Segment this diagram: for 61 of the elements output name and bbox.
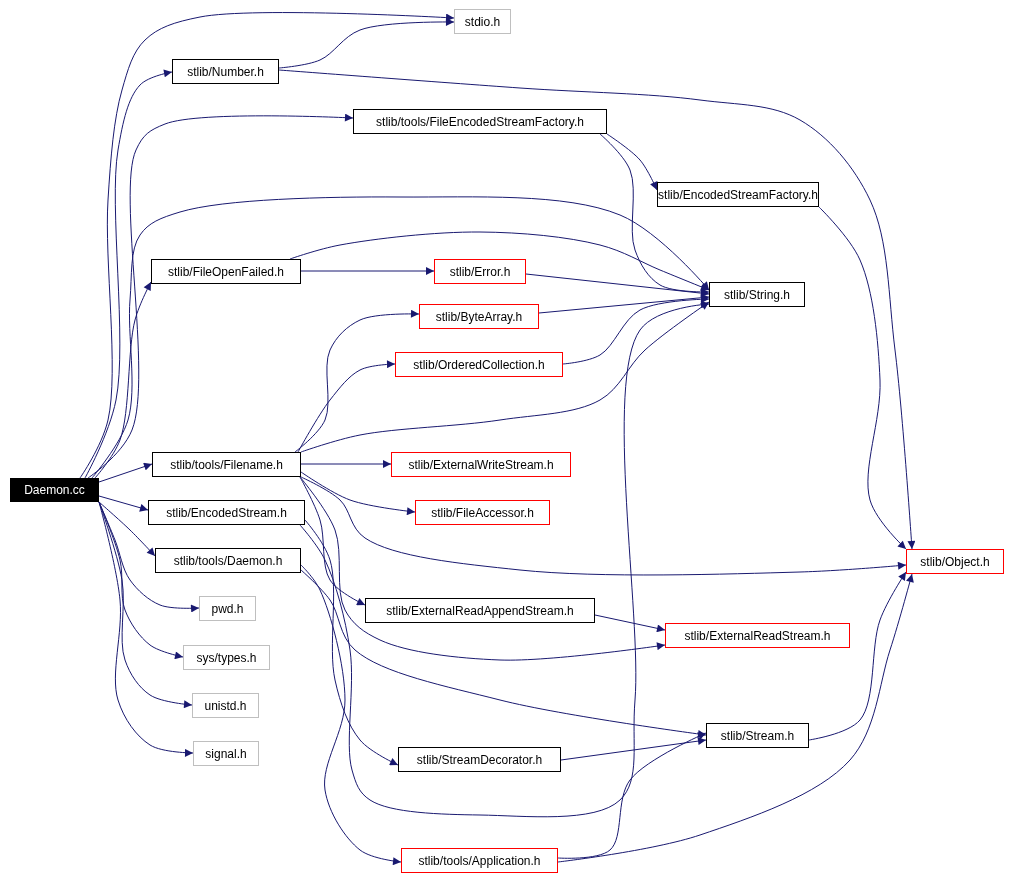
arrow	[297, 360, 396, 453]
arrow	[79, 12, 455, 479]
arrow	[289, 231, 710, 291]
header-file-box: stlib/FileAccessor.h	[415, 500, 550, 525]
arrow	[300, 471, 416, 516]
arrow	[278, 69, 916, 550]
arrow	[84, 69, 173, 479]
header-file-box: stlib/tools/Filename.h	[152, 452, 301, 477]
header-file-box: pwd.h	[199, 596, 256, 621]
arrow	[818, 206, 907, 550]
current-file-box: Daemon.cc	[10, 478, 99, 502]
arrow	[557, 573, 914, 863]
arrow	[304, 519, 399, 766]
arrow	[299, 476, 366, 606]
header-file-box: stlib/ExternalReadAppendStream.h	[365, 598, 595, 623]
arrow	[525, 273, 710, 298]
header-file-box: stlib/OrderedCollection.h	[395, 352, 563, 377]
header-file-box: stlib/Object.h	[906, 549, 1004, 574]
arrow	[560, 737, 707, 761]
header-file-box: signal.h	[193, 741, 259, 766]
header-file-box: stlib/FileOpenFailed.h	[151, 259, 301, 284]
arrow	[300, 267, 435, 275]
header-file-box: stlib/Error.h	[434, 259, 526, 284]
arrow	[294, 309, 420, 453]
arrow	[98, 501, 194, 757]
arrow	[94, 281, 152, 479]
header-file-box: stlib/ExternalReadStream.h	[665, 623, 850, 648]
header-file-box: stlib/EncodedStreamFactory.h	[657, 182, 819, 207]
arrow	[808, 571, 907, 741]
arrow	[278, 17, 455, 69]
header-file-box: stlib/StreamDecorator.h	[398, 747, 561, 772]
arrow	[98, 501, 156, 557]
arrow	[557, 732, 707, 859]
header-file-box: stdio.h	[454, 9, 511, 34]
header-file-box: sys/types.h	[183, 645, 270, 670]
arrow	[606, 133, 658, 191]
header-file-box: stlib/EncodedStream.h	[148, 500, 305, 525]
arrow	[300, 476, 907, 576]
arrow	[300, 564, 402, 866]
header-file-box: stlib/Stream.h	[706, 723, 809, 748]
arrow	[91, 196, 710, 479]
header-file-box: stlib/tools/Application.h	[401, 848, 558, 873]
header-file-box: unistd.h	[192, 693, 259, 718]
arrow	[98, 462, 153, 483]
header-file-box: stlib/ByteArray.h	[419, 304, 539, 329]
arrow	[594, 614, 666, 633]
header-file-box: stlib/String.h	[709, 282, 805, 307]
header-file-box: stlib/Number.h	[172, 59, 279, 84]
arrow	[299, 476, 666, 661]
arrow	[299, 300, 710, 818]
arrow	[538, 293, 710, 314]
arrow	[300, 301, 710, 453]
arrow	[300, 569, 707, 738]
arrow	[98, 495, 149, 512]
header-file-box: stlib/tools/FileEncodedStreamFactory.h	[353, 109, 607, 134]
arrow	[98, 501, 184, 660]
arrow	[87, 113, 354, 479]
header-file-box: stlib/ExternalWriteStream.h	[391, 452, 571, 477]
arrow	[562, 295, 710, 365]
arrow	[300, 460, 392, 468]
header-file-box: stlib/tools/Daemon.h	[155, 548, 301, 573]
